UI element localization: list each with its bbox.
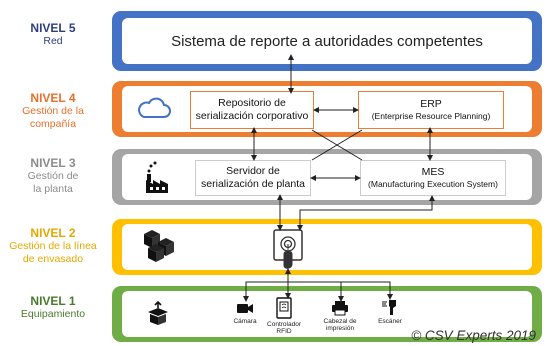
erp-system: ERP (Enterprise Resource Planning) — [358, 91, 504, 129]
camera-icon — [237, 304, 253, 313]
level-number: NIVEL 1 — [30, 294, 76, 308]
device-label: Cabezal de impresión — [323, 318, 357, 332]
level-2-label: NIVEL 2 Gestión de la línea de envasado — [0, 226, 106, 266]
level-name: Gestión de — [27, 170, 79, 183]
link-panel-scanner — [341, 281, 393, 300]
link-panel-printer — [288, 281, 344, 302]
level-5-band: Sistema de reporte a autoridades compete… — [112, 11, 542, 71]
reporting-system-title: Sistema de reporte a autoridades compete… — [171, 32, 483, 50]
device-label: Escáner — [378, 318, 402, 325]
level-5-label: NIVEL 5 Red — [0, 21, 106, 48]
mes-line-2: (Manufacturing Execution System) — [368, 179, 498, 190]
device-camera: Cámara — [228, 300, 262, 325]
level-2-band — [112, 219, 542, 275]
printer-icon — [332, 301, 348, 316]
plant-serialization-server: Servidor de serialización de planta — [195, 160, 311, 196]
level-number: NIVEL 3 — [30, 156, 76, 170]
link-mes-panel — [297, 195, 435, 231]
level-1-panel — [122, 291, 532, 337]
boxes-icon — [140, 228, 176, 269]
level-name: Equipamiento — [20, 308, 86, 321]
cloud-icon — [136, 95, 172, 126]
copyright-watermark: © CSV Experts 2019 — [411, 328, 536, 343]
mes-line-1: MES — [421, 166, 445, 179]
corporate-serialization-repository: Repositorio de serialización corporativo — [190, 91, 314, 129]
device-label: Controlador RFID — [267, 321, 301, 335]
level-name-2: compañía — [29, 117, 77, 130]
touch-panel-icon — [272, 228, 306, 277]
level-number: NIVEL 5 — [30, 21, 76, 35]
erp-line-2: (Enterprise Resource Planning) — [371, 111, 491, 122]
level-name: Gestión de la línea — [9, 240, 97, 253]
scanner-icon — [382, 300, 396, 315]
level-2-panel — [122, 224, 532, 270]
level-1-band — [112, 286, 542, 342]
level-1-label: NIVEL 1 Equipamiento — [0, 294, 106, 321]
level-name-2: de envasado — [22, 252, 84, 265]
server-line-1: Servidor de — [226, 164, 280, 177]
device-scanner: Escáner — [372, 298, 408, 325]
repo-line-1: Repositorio de — [218, 96, 286, 109]
level-number: NIVEL 2 — [30, 226, 76, 240]
level-name: Gestión de la — [22, 105, 84, 118]
open-box-icon — [146, 300, 170, 331]
repo-line-2: serialización corporativo — [195, 110, 309, 122]
device-label: Cámara — [233, 318, 257, 325]
level-3-label: NIVEL 3 Gestión de la planta — [0, 156, 106, 196]
device-rfid-controller: Controlador RFID — [262, 297, 306, 335]
mes-system: MES (Manufacturing Execution System) — [360, 160, 506, 196]
level-number: NIVEL 4 — [30, 91, 76, 105]
level-5-panel: Sistema de reporte a autoridades compete… — [122, 18, 532, 64]
link-erp-server — [311, 129, 363, 161]
server-line-2: serialización de planta — [201, 178, 305, 190]
link-panel-camera — [243, 281, 288, 302]
factory-icon — [144, 160, 170, 199]
device-print-head: Cabezal de impresión — [316, 300, 364, 332]
level-name-2: la planta — [33, 182, 73, 195]
level-4-label: NIVEL 4 Gestión de la compañía — [0, 91, 106, 131]
erp-line-1: ERP — [420, 98, 442, 111]
rfid-icon — [276, 297, 292, 319]
level-name: Red — [43, 35, 63, 48]
